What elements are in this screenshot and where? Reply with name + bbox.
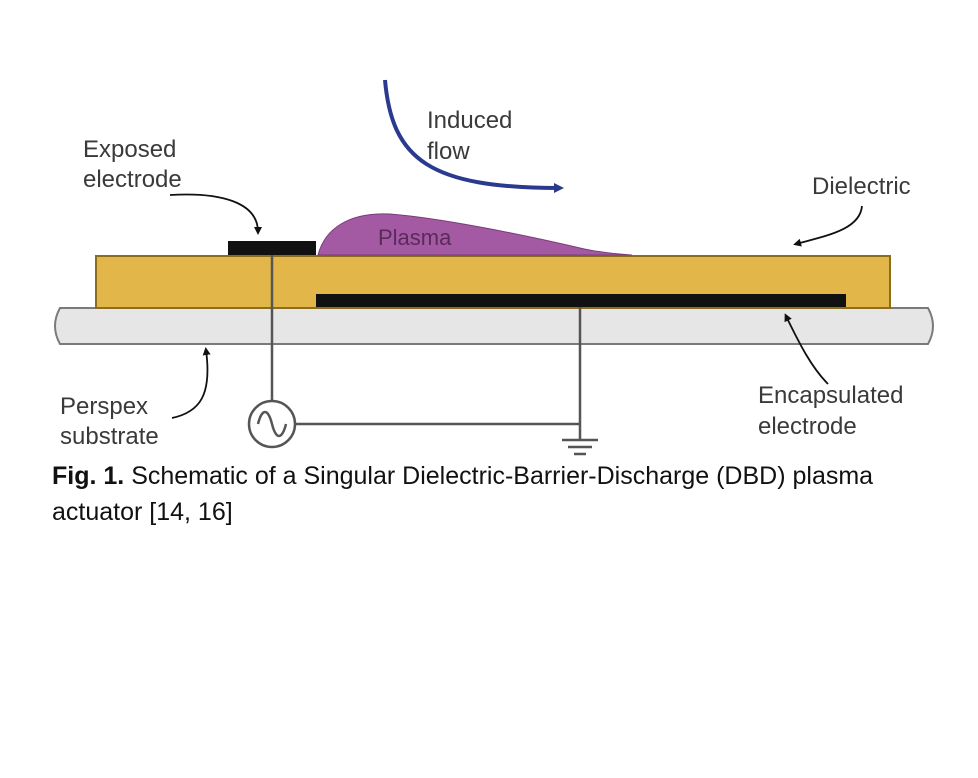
label-encapsulated-1: Encapsulated (758, 382, 903, 409)
plasma-region (317, 213, 633, 256)
perspex-substrate (54, 307, 934, 345)
label-induced-flow-1: Induced (427, 107, 512, 134)
ground-icon (562, 438, 598, 456)
label-perspex-2: substrate (60, 423, 159, 450)
ac-source-icon (247, 399, 297, 449)
label-dielectric: Dielectric (812, 173, 911, 200)
encapsulated-leader (784, 313, 829, 385)
label-induced-flow-2: flow (427, 138, 470, 165)
label-plasma: Plasma (378, 225, 452, 250)
exposed-electrode-leader (169, 193, 262, 235)
encapsulated-electrode (316, 294, 846, 307)
label-encapsulated-2: electrode (758, 413, 857, 440)
label-exposed-electrode-2: electrode (83, 166, 182, 193)
label-perspex-1: Perspex (60, 393, 148, 420)
figure-caption: Fig. 1. Schematic of a Singular Dielectr… (52, 458, 932, 530)
perspex-leader (171, 347, 211, 419)
induced-flow-arrow (383, 79, 564, 193)
exposed-electrode (228, 241, 316, 255)
caption-text: Schematic of a Singular Dielectric-Barri… (52, 462, 874, 526)
figure-number: Fig. 1. (52, 462, 125, 490)
circuit-wiring (270, 255, 582, 440)
dielectric-leader (793, 205, 863, 247)
label-exposed-electrode-1: Exposed (83, 136, 176, 163)
